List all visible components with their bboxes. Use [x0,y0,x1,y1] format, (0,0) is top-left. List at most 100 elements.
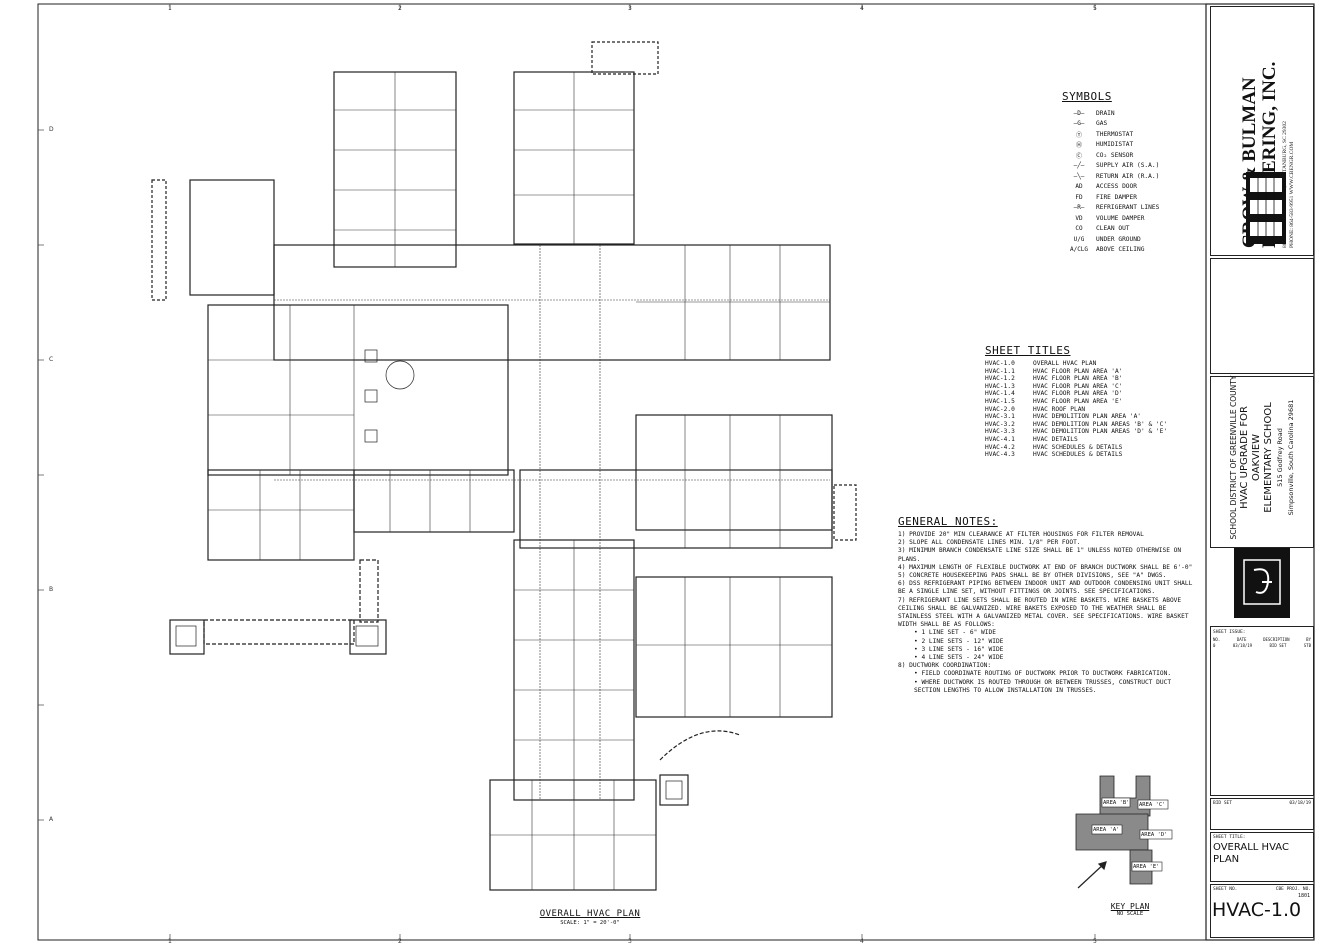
sheet-title-code: HVAC-4.2 [985,443,1015,451]
symbol-row: Ⓣ THERMOSTAT [1062,129,1212,140]
key-plan-area-a: AREA 'A' [1093,827,1120,833]
rev-no: 0 [1213,643,1216,648]
grid-row-b: B [49,586,54,593]
sheet-number: HVAC-1.0 [1212,899,1302,921]
grid-col-4: 4 [860,5,864,12]
symbol-label: THERMOSTAT [1096,130,1134,138]
general-note-item: 5) CONCRETE HOUSEKEEPING PADS SHALL BE B… [898,572,1167,580]
symbol-row: Ⓒ CO₂ SENSOR [1062,150,1212,161]
sheet-titles-title: SHEET TITLES [985,344,1071,357]
symbol-glyph: AD [1075,183,1083,191]
sheet-title-code: HVAC-1.4 [985,390,1015,398]
project-line1: HVAC UPGRADE FOR [1239,406,1250,509]
sheet-title-code: HVAC-4.1 [985,435,1015,443]
symbol-glyph: VD [1075,214,1083,222]
general-note-item: 3) MINIMUM BRANCH CONDENSATE LINE SIZE S… [898,547,1182,563]
rev-header-desc: DESCRIPTION [1263,637,1290,642]
grid-col-3-bottom: 3 [628,938,632,945]
firm-phone: PHONE: 864-583-9951 WWW.CBENGR.COM [1289,141,1295,248]
sheet-number-labels: SHEET NO. CBE PROJ. NO. [1213,887,1311,892]
symbol-row: —R— REFRIGERANT LINES [1062,203,1212,214]
sheet-title-code: HVAC-4.3 [985,451,1015,459]
symbols-title: SYMBOLS [1062,90,1112,103]
symbol-label: FIRE DAMPER [1096,193,1137,201]
symbol-label: RETURN AIR (R.A.) [1096,172,1160,180]
sheet-title-code: HVAC-3.3 [985,428,1015,436]
sheet-title-row: HVAC-3.1 HVAC DEMOLITION PLAN AREA 'A' [985,413,1195,421]
general-notes: GENERAL NOTES: 1) PROVIDE 20" MIN CLEARA… [898,515,1198,695]
symbol-glyph: Ⓗ [1075,142,1082,150]
general-notes-title: GENERAL NOTES: [898,515,998,528]
sheet-title-label: HVAC DEMOLITION PLAN AREA 'A' [1033,413,1142,421]
symbol-glyph: CO [1075,225,1083,233]
bid-set-row: BID SET 03/18/19 [1213,801,1311,806]
symbol-label: HUMIDISTAT [1096,141,1134,149]
sheet-title-label: HVAC DETAILS [1033,435,1078,443]
bid-set-label: BID SET [1213,801,1232,806]
symbol-label: CO₂ SENSOR [1096,151,1134,159]
symbol-glyph: U/G [1073,235,1085,243]
symbol-row: Ⓗ HUMIDISTAT [1062,140,1212,151]
symbol-glyph: Ⓣ [1075,131,1082,139]
general-note-item: • FIELD COORDINATE ROUTING OF DUCTWORK P… [914,670,1172,678]
grid-row-d: D [49,126,54,133]
general-notes-list: 1) PROVIDE 20" MIN CLEARANCE AT FILTER H… [898,531,1198,695]
rev-header-by: BY [1306,637,1311,642]
firm-block [1210,6,1314,256]
grid-col-3: 3 [628,5,632,12]
symbol-row: U/G UNDER GROUND [1062,234,1212,245]
grid-col-2: 2 [398,5,402,12]
sheet-no-label: SHEET NO. [1213,887,1238,892]
general-note-item: • WHERE DUCTWORK IS ROUTED THROUGH OR BE… [914,678,1172,694]
sheet-title-code: HVAC-3.1 [985,413,1015,421]
key-plan-drawing [1075,775,1173,889]
blank-block [1210,258,1314,374]
symbol-label: UNDER GROUND [1096,235,1141,243]
sheet-title-label: HVAC ROOF PLAN [1033,405,1086,413]
symbol-glyph: —G— [1073,120,1085,128]
symbol-row: —╲—RETURN AIR (R.A.) [1062,171,1212,182]
key-plan-area-b: AREA 'B' [1103,800,1130,806]
sheet-title-line1: OVERALL HVAC [1213,842,1289,853]
symbol-glyph: Ⓒ [1075,152,1082,160]
grid-col-1: 1 [168,5,172,12]
symbol-label: DRAIN [1096,109,1115,117]
general-note-item: • 4 LINE SETS - 24" WIDE [914,654,1004,662]
project-address-line2: Simpsonville, South Carolina 29681 [1287,399,1295,516]
symbol-row: —G—GAS [1062,119,1212,130]
project-line2: OAKVIEW [1251,433,1262,482]
client-name: SCHOOL DISTRICT OF GREENVILLE COUNTY [1229,375,1238,540]
school-logo [1234,548,1290,618]
revision-row: 0 03/18/19 BID SET STB [1213,643,1311,648]
sheet-title-line2: PLAN [1213,854,1240,865]
sheet-title-label: SHEET TITLE: [1213,835,1246,840]
rev-header-no: NO. [1213,637,1221,642]
symbol-label: REFRIGERANT LINES [1096,204,1160,212]
symbol-glyph: —╱— [1073,162,1085,170]
rev-date: 03/18/19 [1232,643,1253,648]
symbol-glyph: —D— [1073,109,1085,117]
symbol-glyph: —R— [1073,204,1085,212]
general-note-item: • 3 LINE SETS - 16" WIDE [914,645,1004,653]
sheet-title-row: HVAC-4.1 HVAC DETAILS [985,436,1195,444]
general-note-item: 4) MAXIMUM LENGTH OF FLEXIBLE DUCTWORK A… [898,563,1193,571]
revision-block: SHEET ISSUE: NO. DATE DESCRIPTION BY 0 0… [1210,626,1314,796]
bid-set-block: BID SET 03/18/19 [1210,798,1314,830]
sheet-title-label: OVERALL HVAC PLAN [1033,360,1097,367]
symbol-label: ABOVE CEILING [1096,246,1145,254]
firm-logo [1246,172,1286,244]
sheet-title-code: HVAC-1.5 [985,397,1015,405]
grid-col-2-bottom: 2 [398,938,402,945]
plan-scale: SCALE: 1" = 20'-0" [560,920,620,926]
